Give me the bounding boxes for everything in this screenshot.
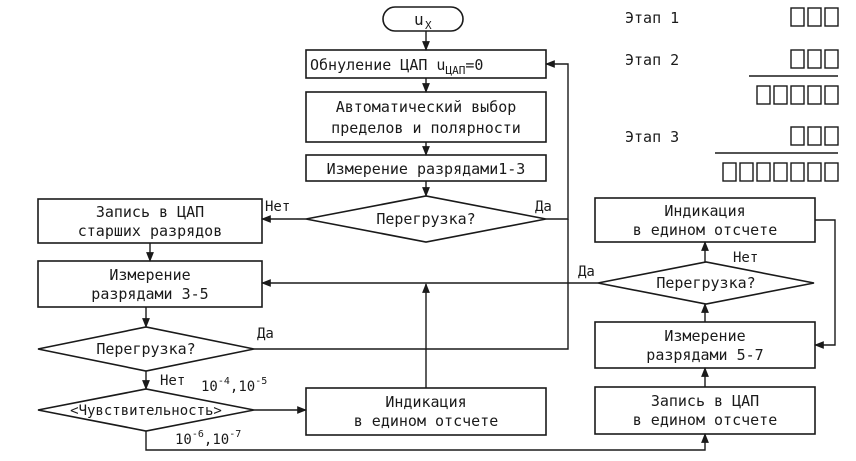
digit-box [756, 85, 771, 105]
write-high-line1: Запись в ЦАП [96, 203, 204, 221]
start-subscript: X [425, 19, 432, 32]
overload-1-no-label: Нет [265, 199, 290, 215]
digit-box [824, 85, 839, 105]
digit-box [773, 162, 788, 182]
auto-select-line1: Автоматический выбор [336, 98, 517, 116]
digit-box [790, 7, 805, 27]
write-high-line2: старших разрядов [78, 222, 223, 240]
stage-label: Этап 3 [625, 128, 679, 146]
overload-1-yes-label: Да [535, 199, 552, 215]
measure-5-7-line2: разрядами 5-7 [646, 346, 763, 364]
digit-box [824, 49, 839, 69]
digit-box [790, 126, 805, 146]
overload-3-no-label: Нет [733, 250, 758, 266]
digit-box [807, 85, 822, 105]
digit-box [807, 162, 822, 182]
zero-dac-block [305, 49, 547, 79]
measure-3-5-line1: Измерение [109, 266, 190, 284]
overload-3-yes-label: Да [578, 264, 595, 280]
sensitivity-no-label: Нет [160, 373, 185, 389]
digit-box [807, 49, 822, 69]
measure-3-5-line2: разрядами 3-5 [91, 285, 208, 303]
start-label: u [414, 10, 424, 29]
digit-box [739, 162, 754, 182]
indicate-top-line1: Индикация [664, 202, 745, 220]
indicate-mid-line2: в едином отсчете [354, 412, 499, 430]
stage-label: Этап 2 [625, 51, 679, 69]
indicate-top-line2: в едином отсчете [633, 221, 778, 239]
digit-box [790, 162, 805, 182]
measure-5-7-line1: Измерение [664, 327, 745, 345]
stage-label: Этап 1 [625, 9, 679, 27]
overload-3-label: Перегрузка? [656, 274, 755, 292]
measure-5-7-block [594, 321, 816, 369]
digit-box [807, 7, 822, 27]
sensitivity-bottom-range: 10-6,10-7 [175, 429, 241, 448]
indicate-mid-line1: Индикация [385, 393, 466, 411]
measure-1-3-block [305, 154, 547, 182]
measure-1-3-label: Измерение разрядами1-3 [327, 160, 526, 178]
indicate-top-block [594, 197, 816, 243]
measure-3-5-block [37, 260, 263, 308]
start-terminal [382, 6, 464, 32]
digit-box [756, 162, 771, 182]
write-dac-right-line2: в едином отсчете [633, 411, 778, 429]
sensitivity-label: <Чувствительность> [70, 403, 222, 419]
overload-2-yes-label: Да [257, 326, 274, 342]
digit-box [824, 126, 839, 146]
digit-box [773, 85, 788, 105]
digit-box [807, 126, 822, 146]
overload-1-label: Перегрузка? [376, 210, 475, 228]
stages-panel: Этап 1 Этап 2 Этап 3 [625, 7, 839, 182]
overload-3-decision [597, 261, 815, 305]
write-dac-right-line1: Запись в ЦАП [651, 392, 759, 410]
digit-box [790, 49, 805, 69]
write-high-block [37, 198, 263, 244]
digit-box [824, 7, 839, 27]
overload-2-label: Перегрузка? [96, 340, 195, 358]
digit-box [824, 162, 839, 182]
auto-select-line2: пределов и полярности [331, 119, 521, 137]
digit-box [722, 162, 737, 182]
sensitivity-top-range: 10-4,10-5 [201, 376, 267, 395]
flow-connectors [142, 31, 836, 451]
digit-box [790, 85, 805, 105]
zero-dac-label: Обнуление ЦАП uЦАП=0 [310, 56, 483, 77]
